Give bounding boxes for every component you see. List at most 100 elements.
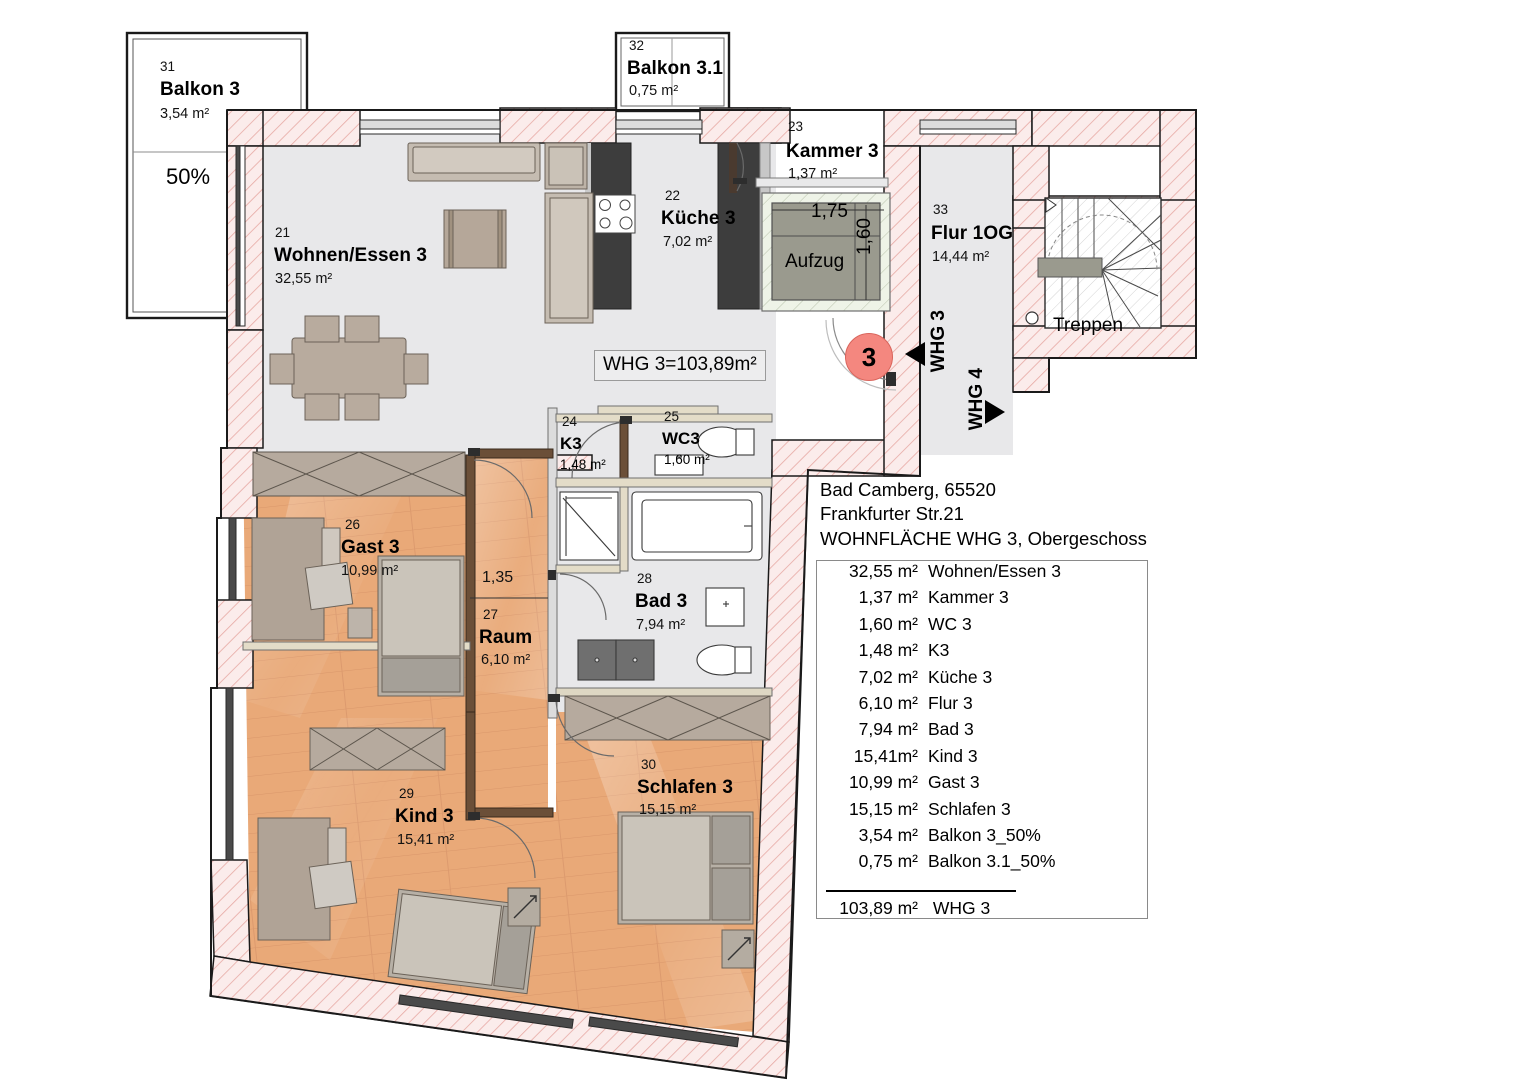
furniture-kind (257, 727, 541, 995)
legend-total-value: 103,89 m² (839, 898, 918, 918)
room-area-balkon-3: 3,54 m² (160, 106, 210, 122)
apartment-area-tag: WHG 3=103,89m² (594, 350, 766, 381)
legend-row: 32,55 m² Wohnen/Essen 3 (826, 561, 1061, 581)
direction-arrow-whg4 (985, 400, 1005, 424)
legend-total-rule (826, 890, 1016, 892)
room-number-26: 26 (345, 517, 361, 532)
legend-row-label: Kind 3 (928, 745, 978, 766)
legend-row: 7,02 m² Küche 3 (826, 666, 993, 687)
room-name-balkon-31: Balkon 3.1 (627, 58, 724, 79)
room-area-wc3: 1,60 m² (664, 452, 710, 467)
furniture-gast (251, 451, 466, 697)
legend-row-label: Balkon 3_50% (928, 825, 1041, 845)
room-number-27: 27 (483, 607, 499, 622)
room-area-balkon-31: 0,75 m² (629, 83, 679, 99)
legend-row-value: 15,41m² (853, 745, 918, 766)
plan-title: WOHNFLÄCHE WHG 3, Obergeschoss (820, 527, 1147, 549)
room-name-gast: Gast 3 (341, 537, 400, 558)
legend-row-label: Küche 3 (928, 666, 993, 687)
room-number-32: 32 (629, 38, 645, 53)
room-number-22: 22 (665, 188, 681, 203)
direction-label-whg3: WHG 3 (928, 310, 949, 373)
legend-row-label: Flur 3 (928, 693, 973, 713)
interior-walls (242, 142, 889, 821)
direction-label-whg4: WHG 4 (966, 368, 987, 431)
room-number-28: 28 (637, 571, 653, 586)
legend-row-label: Gast 3 (928, 772, 980, 793)
legend-row: 10,99 m² Gast 3 (826, 772, 980, 793)
furniture-schlafen (564, 695, 771, 969)
room-name-kind: Kind 3 (395, 806, 454, 827)
legend-row-label: Kammer 3 (928, 587, 1009, 608)
room-number-33: 33 (933, 202, 949, 217)
legend-row-value: 7,94 m² (858, 719, 918, 740)
room-name-wohnen-essen: Wohnen/Essen 3 (274, 245, 428, 266)
room-name-bad: Bad 3 (635, 591, 688, 612)
elevator-shaft (761, 192, 891, 312)
legend-row: 15,41m² Kind 3 (826, 745, 978, 766)
windows (225, 119, 1017, 1048)
legend-row: 1,48 m² K3 (826, 640, 950, 661)
address-line-2: Frankfurter Str.21 (820, 503, 964, 525)
legend-row-label: Schlafen 3 (928, 798, 1011, 819)
legend-total: 103,89 m² WHG 3 (826, 898, 990, 919)
exterior-outline (210, 109, 1197, 1080)
legend-row-label: K3 (928, 640, 950, 661)
room-number-23: 23 (788, 119, 804, 134)
room-name-raum: Raum (479, 627, 533, 648)
legend-row-value: 10,99 m² (848, 772, 918, 793)
elevator-width-dimension: 1,75 (811, 201, 848, 222)
room-area-wohnen-essen: 32,55 m² (275, 271, 333, 287)
legend-row: 7,94 m² Bad 3 (826, 721, 974, 739)
staircase (1025, 197, 1162, 329)
room-name-balkon-3: Balkon 3 (160, 79, 240, 100)
stairs-label: Treppen (1053, 315, 1124, 336)
legend-row: 6,10 m² Flur 3 (826, 693, 973, 713)
room-area-kammer: 1,37 m² (788, 166, 838, 182)
dimension-lines (470, 205, 884, 599)
room-area-flur-1og: 14,44 m² (932, 249, 990, 265)
room-number-30: 30 (641, 757, 657, 772)
legend-total-label: WHG 3 (932, 898, 991, 918)
legend-row-value: 32,55 m² (848, 561, 918, 581)
legend-row-value: 0,75 m² (858, 851, 918, 872)
room-area-kind: 15,41 m² (397, 832, 455, 848)
balkon-3-share: 50% (166, 164, 211, 189)
room-area-gast: 10,99 m² (341, 563, 399, 579)
corridor-dimension: 1,35 (482, 569, 514, 586)
legend-row-label: Balkon 3.1_50% (928, 851, 1056, 872)
legend-row-label: Wohnen/Essen 3 (928, 561, 1061, 581)
furniture-kitchen (594, 194, 636, 234)
room-area-schlafen: 15,15 m² (639, 802, 697, 818)
room-number-31: 31 (160, 59, 176, 74)
legend-row-value: 6,10 m² (858, 693, 918, 713)
furniture-bath (559, 426, 763, 681)
room-area-bad: 7,94 m² (636, 617, 686, 633)
room-name-schlafen: Schlafen 3 (637, 777, 734, 798)
room-number-29: 29 (399, 786, 415, 801)
legend-row-value: 7,02 m² (858, 666, 918, 687)
room-name-kammer: Kammer 3 (786, 141, 879, 162)
legend-row-value: 1,48 m² (858, 640, 918, 661)
door-leaves (468, 178, 896, 820)
room-area-k3: 1,48 m² (560, 457, 606, 472)
room-number-24: 24 (562, 414, 578, 429)
room-name-wc3: WC3 (662, 429, 700, 448)
legend-row-label: Bad 3 (928, 719, 974, 740)
elevator-depth-dimension: 1,60 (854, 218, 875, 255)
address-line-1: Bad Camberg, 65520 (820, 479, 996, 500)
legend-row-value: 3,54 m² (858, 825, 918, 845)
furniture-living (269, 142, 594, 421)
room-name-k3: K3 (560, 434, 582, 453)
direction-arrow-whg3 (905, 342, 925, 366)
legend-row-value: 1,60 m² (858, 613, 918, 634)
room-name-flur-1og: Flur 1OG (931, 223, 1014, 244)
elevator-label: Aufzug (785, 251, 845, 272)
room-number-21: 21 (275, 225, 291, 240)
room-area-kueche: 7,02 m² (663, 234, 713, 250)
room-area-raum: 6,10 m² (481, 652, 531, 668)
